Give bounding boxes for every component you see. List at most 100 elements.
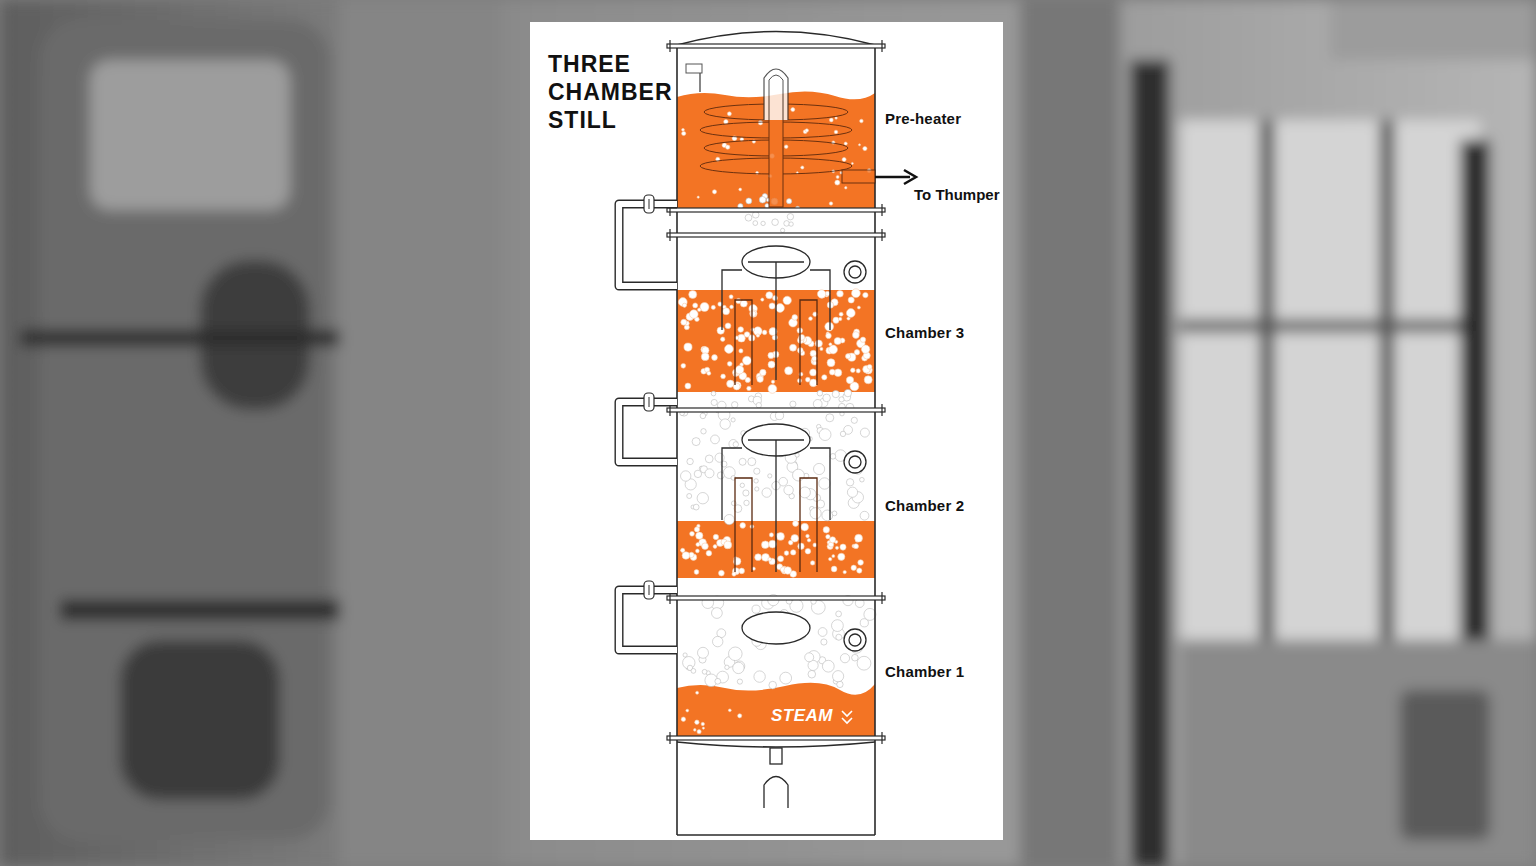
bubble: [852, 289, 861, 298]
bubble: [690, 531, 695, 536]
bubble: [739, 349, 743, 353]
bubble: [817, 391, 822, 396]
bubble: [785, 367, 793, 375]
bubble: [836, 175, 839, 178]
valve-symbol: [644, 581, 654, 599]
bubble: [746, 198, 752, 204]
bubble: [805, 548, 811, 554]
bubble: [698, 308, 702, 312]
bubble: [834, 337, 841, 344]
bubble: [740, 523, 746, 529]
bubble: [689, 291, 697, 299]
bubble: [727, 112, 731, 116]
bubble: [743, 490, 749, 496]
bubble: [855, 534, 863, 542]
still-section: Chamber 2: [677, 412, 875, 596]
bubble: [711, 399, 717, 405]
bubble: [768, 474, 772, 478]
bubble: [789, 222, 793, 226]
bubble: [696, 691, 699, 694]
bubble: [747, 386, 751, 390]
bubble: [754, 479, 758, 483]
bubble: [697, 493, 708, 504]
bubble: [690, 310, 699, 319]
bubble: [681, 319, 687, 325]
bubble: [711, 391, 716, 396]
bubble: [730, 305, 734, 309]
bubble: [808, 670, 816, 678]
bubble: [817, 290, 825, 298]
bubble: [694, 729, 697, 732]
bubble: [784, 551, 789, 556]
bubble: [790, 401, 796, 407]
bubble: [682, 552, 690, 560]
bubble: [791, 550, 796, 555]
bubble: [847, 487, 857, 497]
bubble: [832, 555, 835, 558]
bubble: [752, 605, 760, 613]
bubble: [840, 431, 845, 436]
bubble: [691, 669, 696, 674]
bottom-drain: [764, 748, 788, 808]
bubble: [777, 533, 785, 541]
bubble: [745, 377, 750, 382]
section-label: Pre-heater: [885, 110, 961, 127]
bubble: [768, 557, 772, 561]
bubble: [702, 727, 704, 729]
bubble: [839, 312, 843, 316]
bubble: [733, 442, 738, 447]
bubble: [805, 377, 810, 382]
bubble: [712, 355, 718, 361]
bubble: [799, 487, 810, 498]
bubble: [768, 361, 775, 368]
bubble: [861, 345, 869, 353]
bubble: [810, 379, 818, 387]
pipe-outline: [619, 204, 677, 286]
bubble: [784, 567, 792, 575]
bubble: [724, 515, 734, 525]
bubble: [748, 458, 756, 466]
bubble: [776, 304, 785, 313]
bubble: [725, 665, 729, 669]
diagram-title: THREE CHAMBER STILL: [548, 50, 676, 134]
bubble: [712, 190, 716, 194]
bubble: [775, 411, 783, 419]
bubble: [768, 352, 774, 358]
bubble: [706, 550, 712, 556]
bubble: [696, 532, 703, 539]
bubble: [833, 317, 839, 323]
bubble: [838, 553, 845, 560]
bubble: [756, 403, 761, 408]
bubble: [837, 681, 843, 687]
bubble: [739, 568, 745, 574]
bubble: [681, 717, 685, 721]
bubble: [762, 488, 771, 497]
valve-stem: [649, 397, 650, 407]
bubble: [727, 361, 732, 366]
bubble: [810, 350, 816, 356]
bubble: [778, 556, 784, 562]
valve-stem: [649, 199, 650, 209]
bubble: [717, 472, 724, 479]
outlet-label: To Thumper: [914, 186, 1000, 203]
bubble: [728, 709, 731, 712]
bubble: [819, 478, 830, 489]
bubble: [705, 469, 714, 478]
bubble: [685, 383, 691, 389]
bubble: [827, 359, 835, 367]
bubble: [743, 356, 752, 365]
bubble: [825, 322, 834, 331]
bubble: [739, 458, 746, 465]
bubble: [807, 539, 810, 542]
bubble: [860, 511, 869, 520]
bubble: [687, 458, 693, 464]
bubble: [793, 521, 799, 527]
column-outline: [677, 32, 875, 836]
bubble: [750, 310, 757, 317]
bubble: [805, 653, 814, 662]
orange-liquid: [677, 91, 875, 736]
bubble: [822, 510, 833, 521]
bubble: [744, 500, 749, 505]
